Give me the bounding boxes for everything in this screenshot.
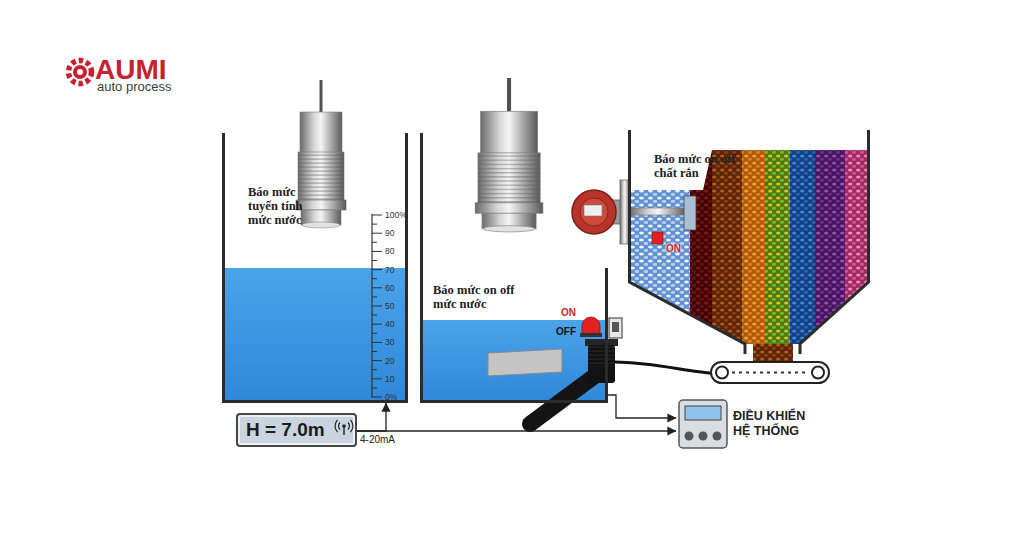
scale-mark: 100% <box>385 210 407 220</box>
node-outline <box>420 133 608 403</box>
scale-mark: 20 <box>385 356 394 366</box>
alarm-lamp <box>582 317 600 334</box>
level-scale <box>372 214 382 398</box>
scale-ticks <box>372 215 382 397</box>
ultrasonic-sensor <box>296 80 346 228</box>
level-display: H = 7.0m <box>236 413 357 447</box>
state-off: OFF <box>556 326 576 337</box>
logo-hub <box>73 65 87 79</box>
ultrasonic-sensor <box>475 78 543 232</box>
scale-mark: 90 <box>385 228 394 238</box>
scale-mark: 0% <box>385 392 397 402</box>
pellet-column <box>815 140 845 370</box>
antenna-dot <box>342 424 346 428</box>
signal-label: 4-20mA <box>360 434 395 445</box>
logo-mark <box>69 61 92 84</box>
sensor-body <box>296 80 346 228</box>
brand-tagline: auto process <box>97 80 171 94</box>
float-plate <box>488 349 562 376</box>
pellet-column <box>765 140 790 370</box>
switch-plate <box>584 205 602 216</box>
pellet-stream <box>753 344 793 362</box>
wireless-icon <box>335 420 353 435</box>
switch-paddle <box>684 196 696 230</box>
switch-lever <box>612 322 619 332</box>
scale-mark: 50 <box>385 301 394 311</box>
sensor-body <box>475 78 543 232</box>
vessel-wall <box>630 130 869 354</box>
state-on: ON <box>666 243 681 254</box>
switch-shaft <box>630 208 686 215</box>
state-on: ON <box>561 307 576 318</box>
switch-cover <box>580 198 608 226</box>
scale-mark: 10 <box>385 374 394 384</box>
switch-housing <box>572 190 616 234</box>
lamp-base <box>580 333 602 337</box>
scale-mark: 40 <box>385 319 394 329</box>
controller-screen <box>685 406 721 420</box>
scale-mark: 70 <box>385 265 394 275</box>
system-controller: ĐIỀU KHIỂN HỆ THỐNG <box>676 398 818 450</box>
signal-connector <box>357 430 676 431</box>
solid-hopper: Báo mức on off chất rắn <box>628 130 870 355</box>
signal-connector <box>357 403 386 431</box>
belt-links <box>732 372 808 374</box>
onoff-level-tank: Báo mức on off mức nước <box>420 133 608 403</box>
vessel-wall <box>422 133 607 402</box>
rotary-paddle-switch <box>572 180 696 244</box>
toggle-switch <box>609 318 622 338</box>
pellet-column <box>742 140 765 370</box>
status-lamp <box>652 232 663 244</box>
logo-gear <box>69 61 92 84</box>
scale-mark: 80 <box>385 246 394 256</box>
belt-roller <box>812 367 824 379</box>
tank-caption: Báo mức tuyến tính mức nước <box>248 185 318 227</box>
node-outline <box>222 133 408 403</box>
brand-name: AUMI <box>95 55 167 85</box>
logo-center <box>77 69 83 75</box>
float-cable <box>615 362 712 373</box>
controller-button <box>713 432 722 441</box>
controller-button <box>699 432 708 441</box>
signal-waves <box>335 420 353 432</box>
tank-caption: Báo mức on off mức nước <box>433 283 531 311</box>
plastic-pellets <box>628 140 870 370</box>
vessel-wall <box>224 133 407 402</box>
conveyor-belt <box>711 362 829 383</box>
float-nut <box>585 339 618 346</box>
belt-loop <box>711 362 829 383</box>
float-body <box>588 345 615 383</box>
hopper-caption: Báo mức on off chất rắn <box>654 152 754 180</box>
signal-connector <box>608 395 676 418</box>
float-thread <box>588 345 615 367</box>
scale-mark: 30 <box>385 337 394 347</box>
controller-button <box>685 432 694 441</box>
antenna-stem <box>343 427 344 435</box>
controller-case <box>679 400 727 448</box>
pellet-column <box>845 140 870 370</box>
belt-roller <box>716 367 728 379</box>
controller-caption: ĐIỀU KHIỂN HỆ THỐNG <box>733 409 817 439</box>
linear-level-tank: Báo mức tuyến tính mức nước <box>222 133 408 403</box>
scale-mark: 60 <box>385 283 394 293</box>
display-reading: H = 7.0m <box>246 419 346 441</box>
controller-device <box>679 400 727 448</box>
